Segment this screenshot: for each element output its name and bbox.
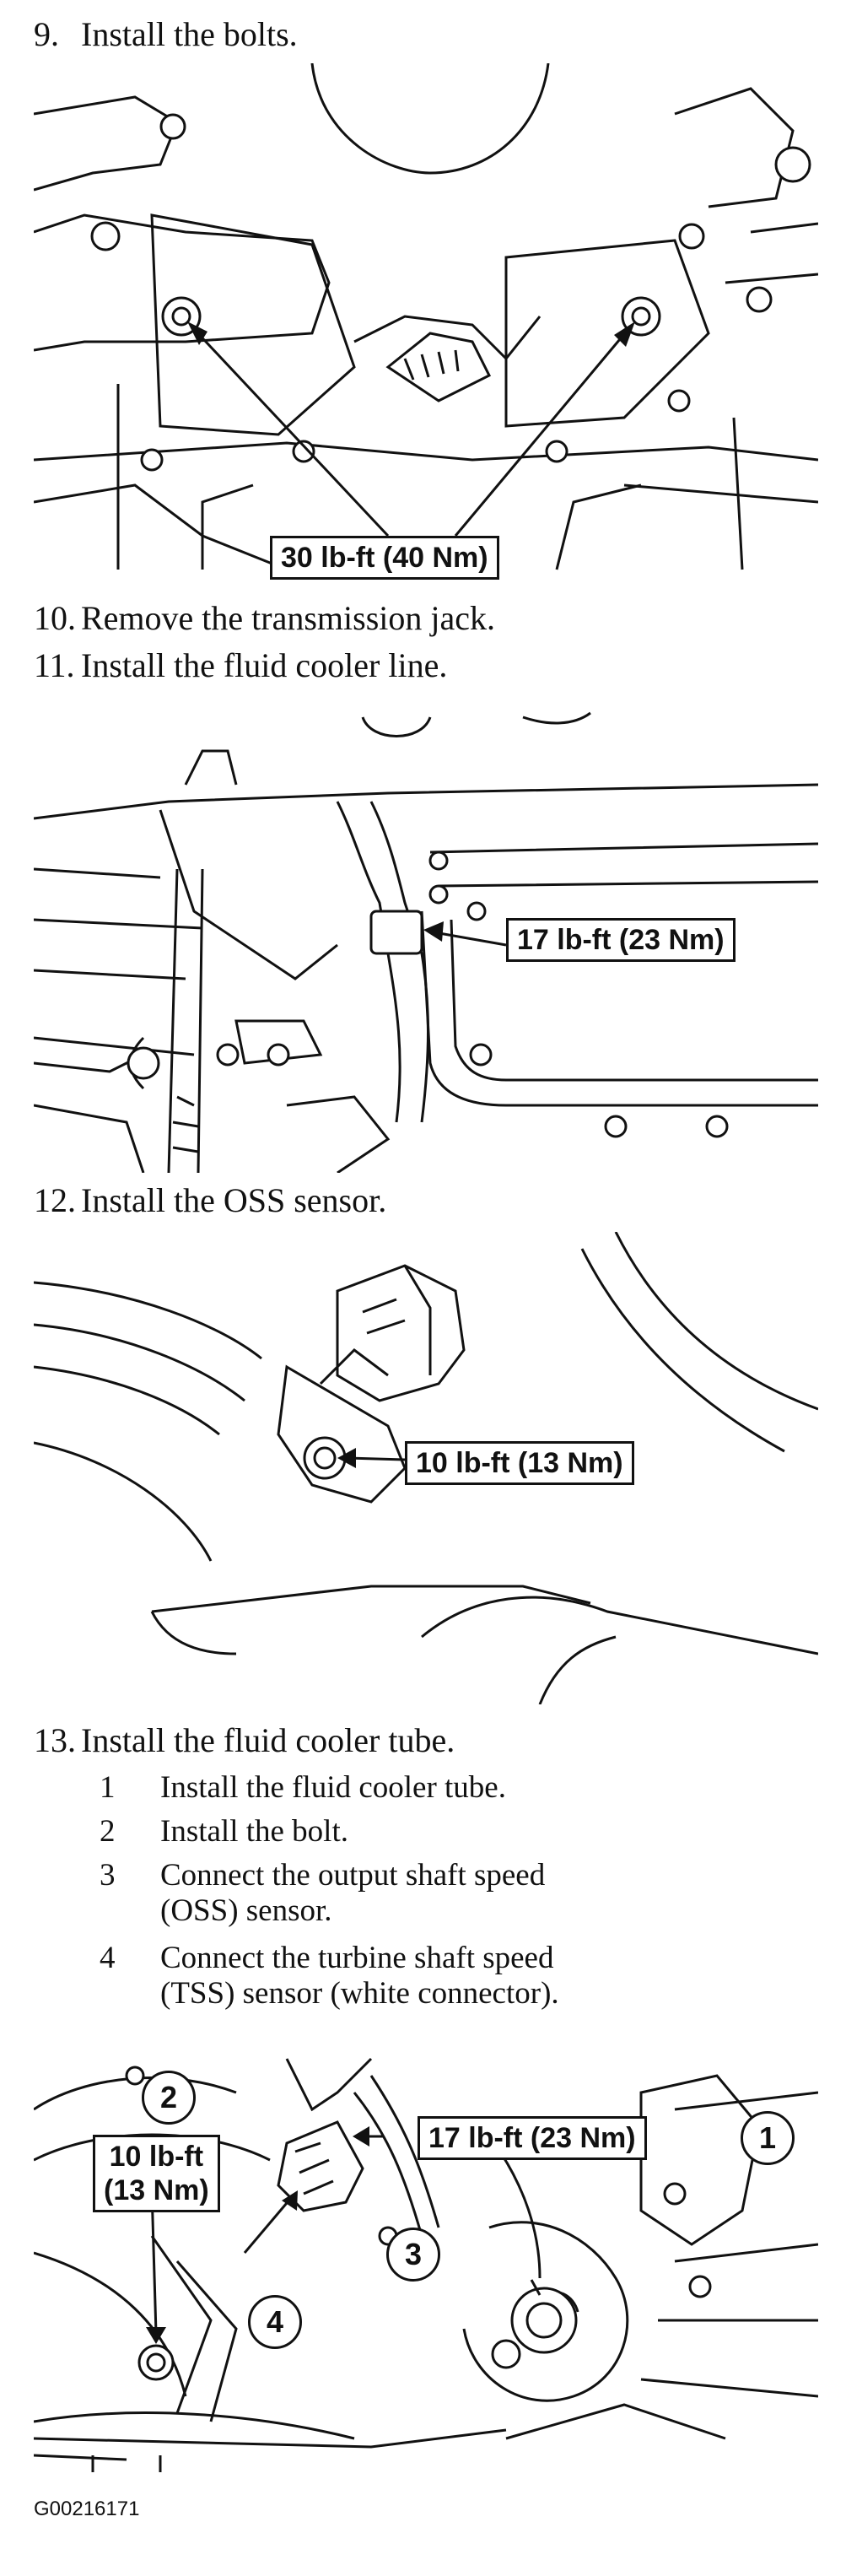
step-number: 11. bbox=[34, 646, 75, 684]
callout-number-1: 1 bbox=[741, 2111, 795, 2165]
step-text: Remove the transmission jack. bbox=[81, 599, 496, 637]
torque-callout-bolt: 10 lb-ft (13 Nm) bbox=[93, 2135, 220, 2212]
substep-text: Install the bolt. bbox=[160, 1814, 348, 1849]
step-number: 10. bbox=[34, 599, 76, 637]
figure-bolts: 30 lb-ft (40 Nm) bbox=[34, 63, 818, 586]
substep-number: 1 bbox=[100, 1770, 116, 1805]
substep-text: Connect the turbine shaft speed (TSS) se… bbox=[160, 1941, 559, 2011]
step-text: Install the fluid cooler tube. bbox=[81, 1721, 455, 1759]
cooler-tube-illustration bbox=[34, 2057, 818, 2472]
step-12: 12.Install the OSS sensor. bbox=[34, 1181, 386, 1220]
substep-1: 1 Install the fluid cooler tube. bbox=[100, 1770, 690, 1806]
step-number: 13. bbox=[34, 1721, 76, 1759]
callout-number-3: 3 bbox=[386, 2228, 440, 2282]
substep-number: 4 bbox=[100, 1941, 116, 1975]
step-13: 13.Install the fluid cooler tube. bbox=[34, 1721, 455, 1760]
substep-4: 4 Connect the turbine shaft speed (TSS) … bbox=[100, 1941, 580, 2012]
cooler-line-illustration bbox=[34, 711, 818, 1173]
step-10: 10.Remove the transmission jack. bbox=[34, 599, 495, 638]
bolts-illustration bbox=[34, 63, 818, 571]
step-9: 9. Install the bolts. bbox=[34, 15, 298, 54]
torque-callout: 30 lb-ft (40 Nm) bbox=[270, 536, 499, 580]
step-text: Install the OSS sensor. bbox=[81, 1181, 387, 1219]
substep-number: 3 bbox=[100, 1858, 116, 1893]
step-number: 12. bbox=[34, 1181, 76, 1219]
substep-number: 2 bbox=[100, 1814, 116, 1849]
callout-number-4: 4 bbox=[248, 2295, 302, 2349]
step-number: 9. bbox=[34, 15, 59, 53]
substep-3: 3 Connect the output shaft speed (OSS) s… bbox=[100, 1858, 580, 1929]
figure-oss-sensor: 10 lb-ft (13 Nm) bbox=[34, 1232, 818, 1704]
figure-cooler-tube: 17 lb-ft (23 Nm) 10 lb-ft (13 Nm) 1 2 3 … bbox=[34, 2042, 818, 2472]
torque-line-2: (13 Nm) bbox=[104, 2174, 209, 2206]
substep-2: 2 Install the bolt. bbox=[100, 1814, 690, 1850]
step-11: 11.Install the fluid cooler line. bbox=[34, 646, 447, 685]
step-text: Install the fluid cooler line. bbox=[81, 646, 448, 684]
oss-sensor-illustration bbox=[34, 1232, 818, 1704]
torque-callout: 10 lb-ft (13 Nm) bbox=[405, 1441, 634, 1485]
figure-cooler-line: 17 lb-ft (23 Nm) bbox=[34, 700, 818, 1173]
step-text: Install the bolts. bbox=[81, 15, 298, 53]
torque-line-1: 10 lb-ft bbox=[109, 2141, 204, 2173]
figure-id: G00216171 bbox=[34, 2498, 140, 2520]
torque-callout: 17 lb-ft (23 Nm) bbox=[418, 2116, 647, 2160]
substep-text: Install the fluid cooler tube. bbox=[160, 1770, 506, 1805]
torque-callout: 17 lb-ft (23 Nm) bbox=[506, 918, 736, 962]
substep-text: Connect the output shaft speed (OSS) sen… bbox=[160, 1858, 546, 1928]
callout-number-2: 2 bbox=[142, 2071, 196, 2125]
